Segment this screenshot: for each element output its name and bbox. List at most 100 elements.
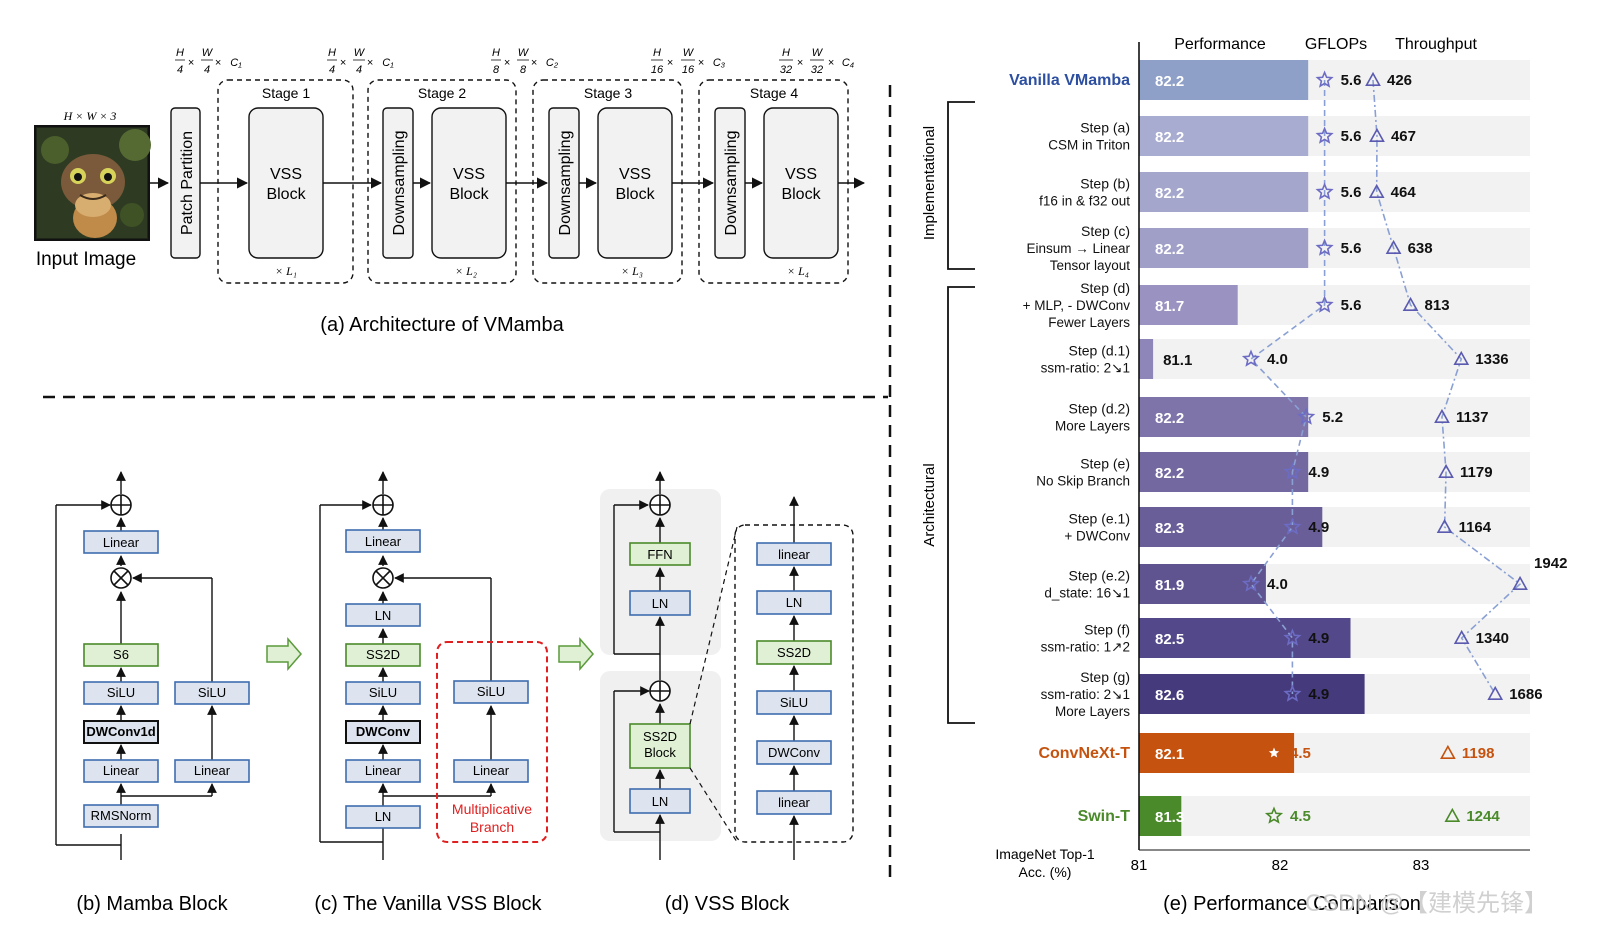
throughput-triangle-icon [1365,71,1381,86]
gflops-star-icon [1283,684,1302,702]
vanilla-branch-label-a: Multiplicative [452,801,532,817]
vss-block-4-label-a: VSS [785,166,817,183]
row-label: No Skip Branch [1036,474,1130,489]
gflops-label: 5.6 [1341,184,1362,201]
svg-text:S6: S6 [113,647,129,662]
row-label: Step (a) [1080,120,1130,136]
throughput-triangle-icon [1385,239,1402,254]
vanilla-ss2d [345,643,421,667]
svg-text:H: H [176,47,184,59]
svg-text:×: × [367,57,373,69]
stage-3: Stage 3 Downsampling VSS Block × L₃ [532,79,683,284]
svg-text:C₃: C₃ [713,57,726,69]
mamba-dwconv1d [83,720,159,744]
accuracy-label: 82.3 [1155,520,1184,537]
vanilla-silu-left [345,681,421,705]
vanilla-ln-top [345,603,421,627]
patch-dims: H 4 × W 4 × C₁ [175,47,242,76]
svg-text:×: × [188,57,194,69]
accuracy-label: 82.2 [1155,410,1184,427]
vss-ss2d-block [629,723,691,769]
vss-block-2-label-a: VSS [453,166,485,183]
svg-text:SiLU: SiLU [780,695,808,710]
throughput-label: 1244 [1466,808,1500,825]
svg-text:H: H [782,47,790,59]
svg-text:×: × [340,57,346,69]
gflops-star-icon [1241,349,1261,367]
vss-ln-lower [629,788,691,814]
row-label: d_state: 16↘1 [1044,586,1130,601]
throughput-triangle-icon [1487,685,1504,700]
gflops-star-icon [1283,628,1302,646]
performance-caption: (e) Performance Comparison [1163,893,1421,915]
architecture-panel: H × W × 3 Input Image Patch Partition H … [34,47,866,336]
svg-text:LN: LN [375,809,392,824]
accuracy-bar [1139,452,1309,492]
row-label: ssm-ratio: 1↗2 [1041,640,1130,655]
vanilla-vss-panel: LN Linear DWConv SiLU SS2D LN Linear SiL… [314,471,548,915]
vanilla-linear-left [345,759,421,783]
mamba-linear-left [83,759,159,783]
mamba-block-panel: RMSNorm Linear DWConv1d SiLU S6 Linear S… [55,471,250,915]
svg-text:H: H [492,47,500,59]
mamba-s6 [83,643,159,667]
gflops-label: 4.5 [1290,745,1311,762]
svg-text:LN: LN [652,794,669,809]
svg-text:linear: linear [778,795,810,810]
gflops-label: 4.9 [1308,630,1329,647]
svg-text:×: × [215,57,221,69]
svg-text:×: × [667,57,673,69]
vss-block-3-label-a: VSS [619,166,651,183]
accuracy-bar [1139,339,1154,379]
header-gflops: GFLOPs [1305,36,1367,53]
footer-label-b: Acc. (%) [1019,864,1072,880]
svg-text:SiLU: SiLU [369,685,397,700]
stage-4-repeat: × L₄ [787,264,809,278]
accuracy-label: 82.5 [1155,631,1184,648]
throughput-label: 1179 [1460,464,1493,481]
vss-detail-linear-top [756,542,832,566]
vss-ln-upper [629,590,691,616]
group-implementational: Implementational [921,126,938,240]
stage-3-repeat: × L₃ [621,264,643,278]
svg-text:C₂: C₂ [546,57,559,69]
stage-2-title: Stage 2 [418,85,466,101]
row-background [1139,796,1530,836]
footer-label-a: ImageNet Top-1 [995,846,1095,862]
architecture-caption: (a) Architecture of VMamba [320,314,564,336]
vss-block-1-label-a: VSS [270,166,302,183]
throughput-triangle-icon [1438,463,1454,478]
row-label: Step (d) [1080,280,1130,296]
svg-text:Linear: Linear [103,763,140,778]
svg-text:H: H [328,47,336,59]
mamba-linear-right [174,759,250,783]
vss-block-1-label-b: Block [266,186,306,203]
svg-text:C₁: C₁ [230,57,242,69]
throughput-triangle-icon [1434,408,1450,423]
vss-detail-linear-bottom [756,790,832,815]
throughput-triangle-icon [1369,127,1385,142]
gflops-label: 4.5 [1290,808,1311,825]
row-label: Step (c) [1081,223,1130,239]
stage-1-repeat: × L₁ [275,264,297,278]
accuracy-bar [1139,172,1309,212]
accuracy-label: 81.3 [1155,809,1184,826]
throughput-label: 638 [1408,240,1433,257]
stage-2-repeat: × L₂ [455,264,477,278]
svg-text:RMSNorm: RMSNorm [91,808,152,823]
accuracy-bar [1139,228,1309,268]
stage-1: Stage 1 VSS Block × L₁ [217,79,354,284]
vanilla-silu-right [453,680,529,704]
throughput-label: 1942 [1534,555,1567,572]
svg-text:32: 32 [811,64,823,76]
vanilla-add-icon [372,494,394,516]
gflops-star-icon [1315,238,1334,256]
x-tick-label: 83 [1413,857,1430,874]
svg-text:4: 4 [329,64,335,76]
svg-text:Block: Block [644,745,676,760]
svg-text:DWConv: DWConv [768,745,821,760]
downsampling-4-label: Downsampling [723,131,740,236]
svg-text:×: × [797,57,803,69]
row-label: Step (e) [1080,456,1130,472]
